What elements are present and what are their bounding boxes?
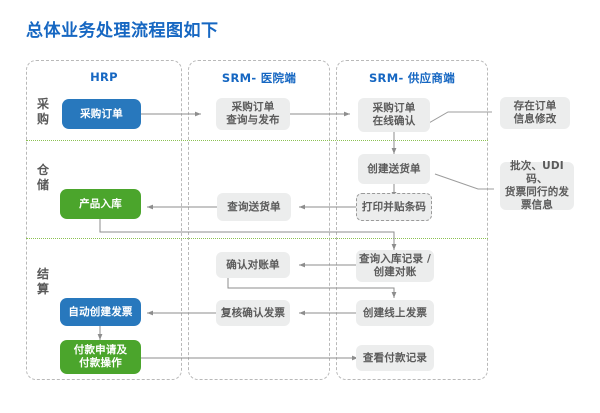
lane-title-srm-hospital: SRM- 医院端 [221, 71, 297, 85]
lane-title-hrp: HRP [90, 70, 118, 84]
node-payment-apply-operate[interactable]: 付款申请及 付款操作 [60, 340, 141, 374]
node-product-inbound[interactable]: 产品入库 [60, 189, 141, 219]
node-view-payment-records[interactable]: 查看付款记录 [356, 345, 434, 371]
lane-title-srm-supplier: SRM- 供应商端 [368, 71, 456, 85]
node-po-query-publish[interactable]: 采购订单 查询与发布 [216, 98, 290, 130]
note-batch-udi-invoice: 批次、UDI 码、 货票同行的发 票信息 [500, 160, 574, 211]
stage-label-settlement: 结算 [36, 267, 49, 296]
stage-label-warehouse: 仓储 [36, 163, 49, 192]
separator-procurement-warehouse [26, 140, 488, 141]
node-print-paste-barcode[interactable]: 打印并贴条码 [356, 193, 432, 221]
node-po-online-confirm[interactable]: 采购订单 在线确认 [358, 98, 430, 132]
node-query-delivery-note[interactable]: 查询送货单 [217, 193, 291, 221]
stage-label-procurement: 采购 [36, 97, 49, 126]
node-auto-create-invoice[interactable]: 自动创建发票 [60, 298, 141, 326]
node-create-online-invoice[interactable]: 创建线上发票 [356, 300, 434, 326]
node-query-inbound-create-recon[interactable]: 查询入库记录 / 创建对账 [356, 250, 434, 282]
node-review-confirm-invoice[interactable]: 复核确认发票 [216, 300, 290, 326]
node-confirm-statement[interactable]: 确认对账单 [216, 252, 290, 278]
page-title: 总体业务处理流程图如下 [26, 21, 219, 41]
node-create-delivery-note[interactable]: 创建送货单 [358, 154, 430, 184]
separator-warehouse-settlement [26, 238, 488, 239]
note-order-info-change: 存在订单 信息修改 [500, 97, 570, 129]
node-purchase-order[interactable]: 采购订单 [62, 99, 141, 129]
